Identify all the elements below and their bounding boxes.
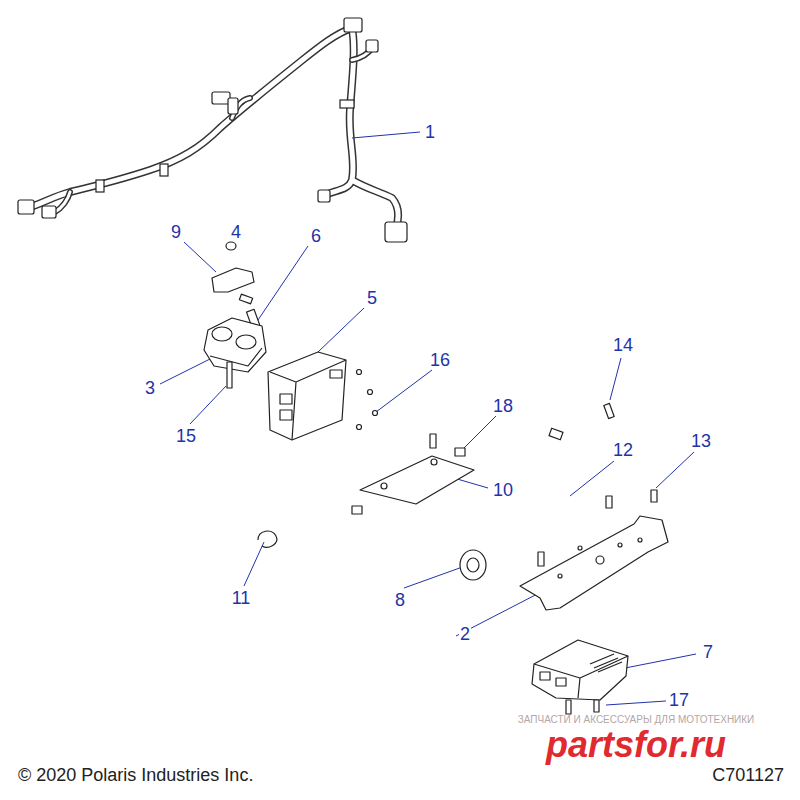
- copyright-note: © 2020 Polaris Industries Inc.: [18, 766, 253, 784]
- watermark: partsfor.ru: [546, 727, 726, 763]
- callout-number: 15: [175, 427, 197, 445]
- mount-plate: [352, 434, 474, 514]
- clip: [258, 531, 277, 547]
- callout-number: 2: [459, 625, 471, 643]
- harness-connector: [18, 18, 407, 242]
- grommet: [460, 550, 486, 580]
- watermark: ЗАПЧАСТИ И АКСЕССУАРЫ ДЛЯ МОТОТЕХНИКИ: [518, 715, 755, 725]
- callout-number: 7: [702, 643, 714, 661]
- callout-number: 3: [144, 379, 156, 397]
- ignition-coil: [204, 318, 266, 388]
- callout-number: 5: [366, 289, 378, 307]
- drawing-number: C701127: [712, 766, 784, 784]
- coil-bracket: [212, 242, 254, 292]
- ecu: [268, 352, 378, 440]
- callout-number: 9: [170, 223, 182, 241]
- callout-number: 16: [429, 351, 451, 369]
- control-module: [532, 640, 628, 714]
- wire-harness: [28, 28, 398, 228]
- main-bracket: [520, 403, 668, 610]
- callout-number: 10: [492, 481, 514, 499]
- callout-number: 11: [231, 589, 252, 607]
- callout-number: 17: [668, 691, 690, 709]
- leader-line: [160, 132, 696, 705]
- callout-number: 12: [612, 441, 634, 459]
- callout-number: 1: [424, 123, 436, 141]
- callout-number: 8: [394, 591, 406, 609]
- callout-number: 14: [612, 336, 634, 354]
- callout-number: 13: [690, 432, 712, 450]
- callout-number: 4: [230, 223, 242, 241]
- callout-number: 6: [310, 227, 322, 245]
- callout-number: 18: [492, 397, 514, 415]
